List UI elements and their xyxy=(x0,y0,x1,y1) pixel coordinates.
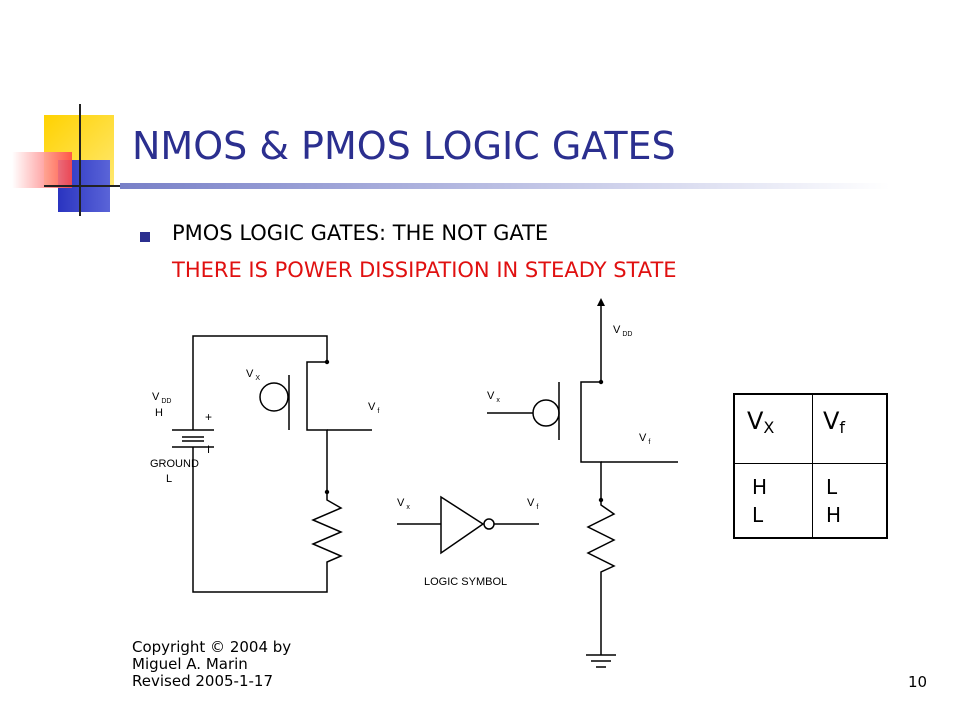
copyright-line: Miguel A. Marin xyxy=(132,655,248,673)
truth-table-horizontal-divider xyxy=(735,463,886,464)
right-gate-bubble xyxy=(532,399,560,427)
ground-label: GROUND xyxy=(150,458,199,470)
bullet-text: PMOS LOGIC GATES: THE NOT GATE xyxy=(172,221,549,245)
decor-vertical-line xyxy=(79,104,81,216)
power-dissipation-note: THERE IS POWER DISSIPATION IN STEADY STA… xyxy=(172,258,677,282)
truth-table-cell: L xyxy=(752,503,764,527)
page-title: NMOS & PMOS LOGIC GATES xyxy=(132,124,676,168)
left-gate-bubble xyxy=(259,382,289,412)
copyright-notice: Copyright © 2004 by Miguel A. Marin Revi… xyxy=(132,639,291,690)
logic-symbol-caption: LOGIC SYMBOL xyxy=(424,576,507,588)
truth-table-cell: H xyxy=(752,475,768,499)
battery-minus: I xyxy=(207,444,210,456)
bullet-marker xyxy=(140,232,150,242)
title-underline xyxy=(120,183,890,189)
truth-table-header-vx: VX xyxy=(747,407,775,437)
decor-red-square xyxy=(12,152,72,188)
logic-symbol-shape xyxy=(397,495,539,555)
copyright-line: Copyright © 2004 by xyxy=(132,638,292,656)
truth-table-cell: L xyxy=(826,475,838,499)
left-vdd-h: H xyxy=(155,407,163,419)
truth-table-cell: H xyxy=(826,503,842,527)
left-circuit-wires xyxy=(172,335,372,593)
truth-table-vertical-divider xyxy=(812,395,813,537)
decor-horizontal-line xyxy=(44,185,124,187)
battery-plus: + xyxy=(205,410,212,424)
copyright-line: Revised 2005-1-17 xyxy=(132,672,273,690)
ground-l: L xyxy=(166,473,172,485)
page-number: 10 xyxy=(908,673,928,691)
truth-table-header-vf: Vf xyxy=(823,407,846,437)
right-circuit-wires xyxy=(487,300,678,668)
truth-table: VX Vf H L L H xyxy=(733,393,888,539)
